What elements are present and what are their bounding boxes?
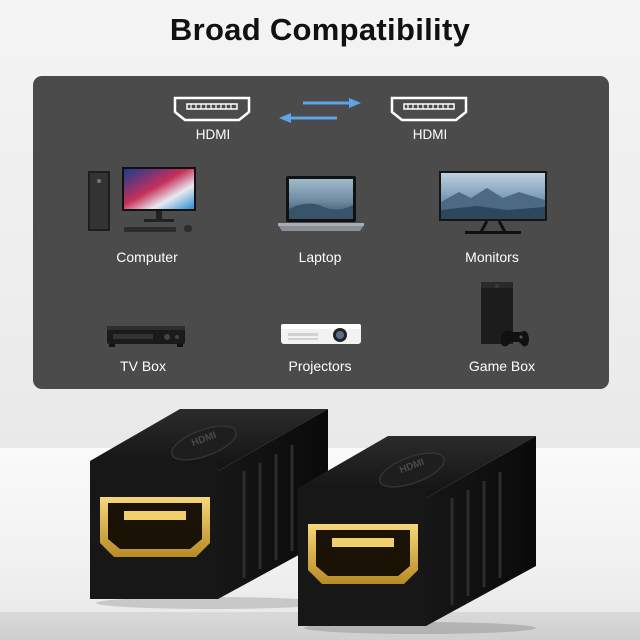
device-label-game-box: Game Box	[468, 358, 536, 374]
computer-icon	[88, 167, 196, 232]
device-label-laptop: Laptop	[298, 249, 342, 265]
swap-arrows-icon	[279, 98, 361, 123]
hdmi-label-right: HDMI	[412, 127, 448, 142]
device-label-monitors: Monitors	[465, 249, 519, 265]
laptop-icon	[278, 176, 364, 231]
device-label-computer: Computer	[116, 249, 178, 265]
hdmi-label-left: HDMI	[195, 127, 231, 142]
tv-box-icon	[107, 326, 185, 347]
device-label-projectors: Projectors	[288, 358, 352, 374]
device-label-tv-box: TV Box	[120, 358, 166, 374]
page-title: Broad Compatibility	[169, 12, 471, 47]
projector-icon	[281, 324, 361, 344]
game-console-icon	[481, 282, 529, 347]
hdmi-port-icon-left	[173, 96, 251, 122]
hdmi-coupler-adapter-right	[298, 436, 536, 634]
monitor-icon	[439, 171, 547, 234]
hdmi-port-icon-right	[390, 96, 468, 122]
